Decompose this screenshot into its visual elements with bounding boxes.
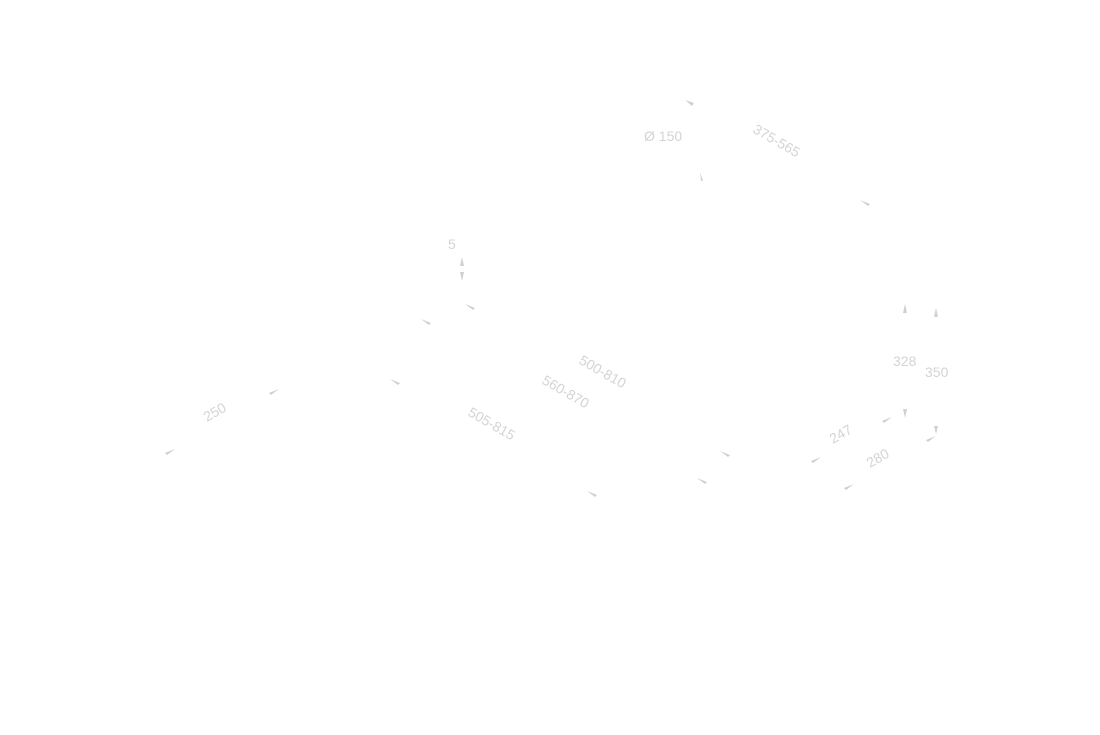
arrow-width-inner-b [811,457,821,463]
arrow-chimney-top [685,100,694,106]
arrow-width-front-a [926,436,936,442]
chimney-height-label: 375-565 [751,121,804,161]
arrow-depth-inner-bottom [903,409,907,418]
arrow-height-c [390,379,400,385]
arrow-chimney-bottom [860,200,870,206]
arrow-height-f [587,491,597,497]
glass-thickness-label: 5 [448,236,456,252]
depth-outer-label: 350 [925,364,949,380]
arrow-height-d [720,451,730,457]
arrow-glass-top [460,257,464,266]
arrow-depth-outer-bottom [934,426,938,434]
arrow-width-front-b [844,484,854,490]
arrow-height-b [421,319,431,325]
arrow-width-inner-a [882,417,892,423]
arrow-width-left-b [165,449,175,455]
dimension-arrows [165,100,938,497]
width-inner-label: 247 [827,421,855,447]
total-height-short-label: 500-810 [577,352,630,392]
total-height-mid-label: 560-870 [540,372,593,412]
arrow-glass-bottom [460,272,464,281]
arrow-height-e [697,478,707,484]
hood-width-label: 250 [201,399,229,425]
arrow-diameter [700,172,703,181]
arrow-height-a [465,304,475,310]
arrow-width-left-a [269,389,279,395]
arrow-depth-inner-top [903,304,907,313]
width-front-label: 280 [864,445,892,471]
diameter-label: Ø 150 [644,128,682,144]
total-height-long-label: 505-815 [466,404,519,444]
depth-inner-label: 328 [893,353,917,369]
arrow-depth-outer-top [934,308,938,317]
